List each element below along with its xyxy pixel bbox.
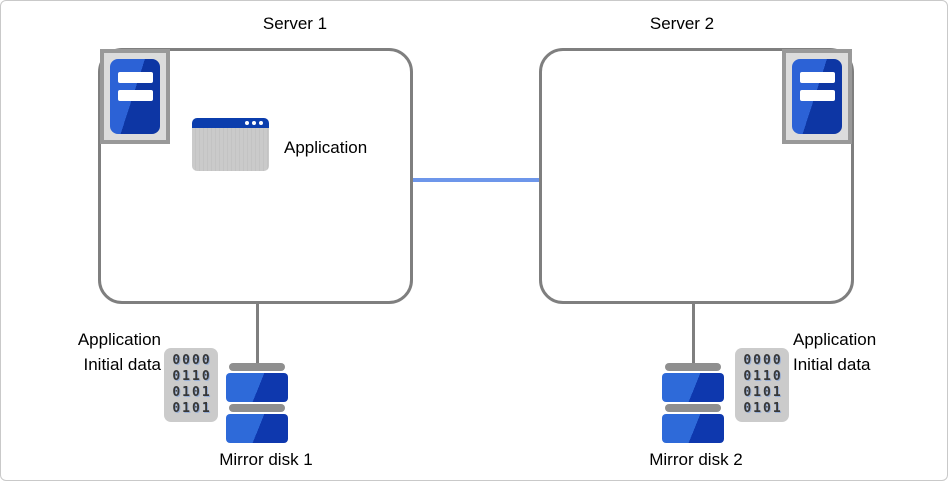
disk-cap xyxy=(229,404,285,412)
binary-row: 0101 xyxy=(743,385,783,400)
initial-data-line2: Initial data xyxy=(83,355,162,374)
tower-slot-icon xyxy=(118,90,153,101)
mirror-disk-icon xyxy=(226,363,288,445)
disk-cap xyxy=(665,404,721,412)
application-window-icon xyxy=(192,118,269,171)
server2-disk-connector-line xyxy=(692,302,695,364)
server1-tower-icon xyxy=(100,49,170,144)
initial-data-line2: Initial data xyxy=(793,355,871,374)
server-tower-icon xyxy=(792,59,842,134)
initial-data-line1: Application xyxy=(793,330,877,349)
binary-row: 0101 xyxy=(743,401,783,416)
application-label: Application xyxy=(284,138,368,157)
server2-initial-data-label: Application Initial data xyxy=(793,327,947,377)
binary-row: 0110 xyxy=(172,369,212,384)
server2-title: Server 2 xyxy=(649,14,715,33)
binary-data-icon: 0000 0110 0101 0101 xyxy=(735,348,789,422)
binary-row: 0101 xyxy=(172,401,212,416)
disk-platter xyxy=(662,373,724,402)
disk-platter xyxy=(226,373,288,402)
binary-row: 0110 xyxy=(743,369,783,384)
disk-platter xyxy=(226,414,288,443)
disk-platter xyxy=(662,414,724,443)
binary-data-icon: 0000 0110 0101 0101 xyxy=(164,348,218,422)
titlebar-dot-icon xyxy=(259,121,263,125)
binary-row: 0101 xyxy=(172,385,212,400)
server1-title: Server 1 xyxy=(262,14,328,33)
titlebar-dot-icon xyxy=(245,121,249,125)
network-connection-line xyxy=(413,178,539,182)
titlebar-dot-icon xyxy=(252,121,256,125)
disk-cap xyxy=(229,363,285,371)
application-titlebar xyxy=(192,118,269,128)
initial-data-line1: Application xyxy=(77,330,161,349)
server-tower-icon xyxy=(110,59,160,134)
binary-row: 0000 xyxy=(743,353,783,368)
binary-row: 0000 xyxy=(172,353,212,368)
mirror-disk-icon xyxy=(662,363,724,445)
mirror-disk2-label: Mirror disk 2 xyxy=(649,450,743,469)
mirror-disk1-label: Mirror disk 1 xyxy=(219,450,313,469)
tower-slot-icon xyxy=(118,72,153,83)
server2-tower-icon xyxy=(782,49,852,144)
disk-cap xyxy=(665,363,721,371)
tower-slot-icon xyxy=(800,90,835,101)
tower-slot-icon xyxy=(800,72,835,83)
server1-disk-connector-line xyxy=(256,302,259,364)
application-window-body xyxy=(192,128,269,171)
server1-initial-data-label: Application Initial data xyxy=(9,327,161,377)
